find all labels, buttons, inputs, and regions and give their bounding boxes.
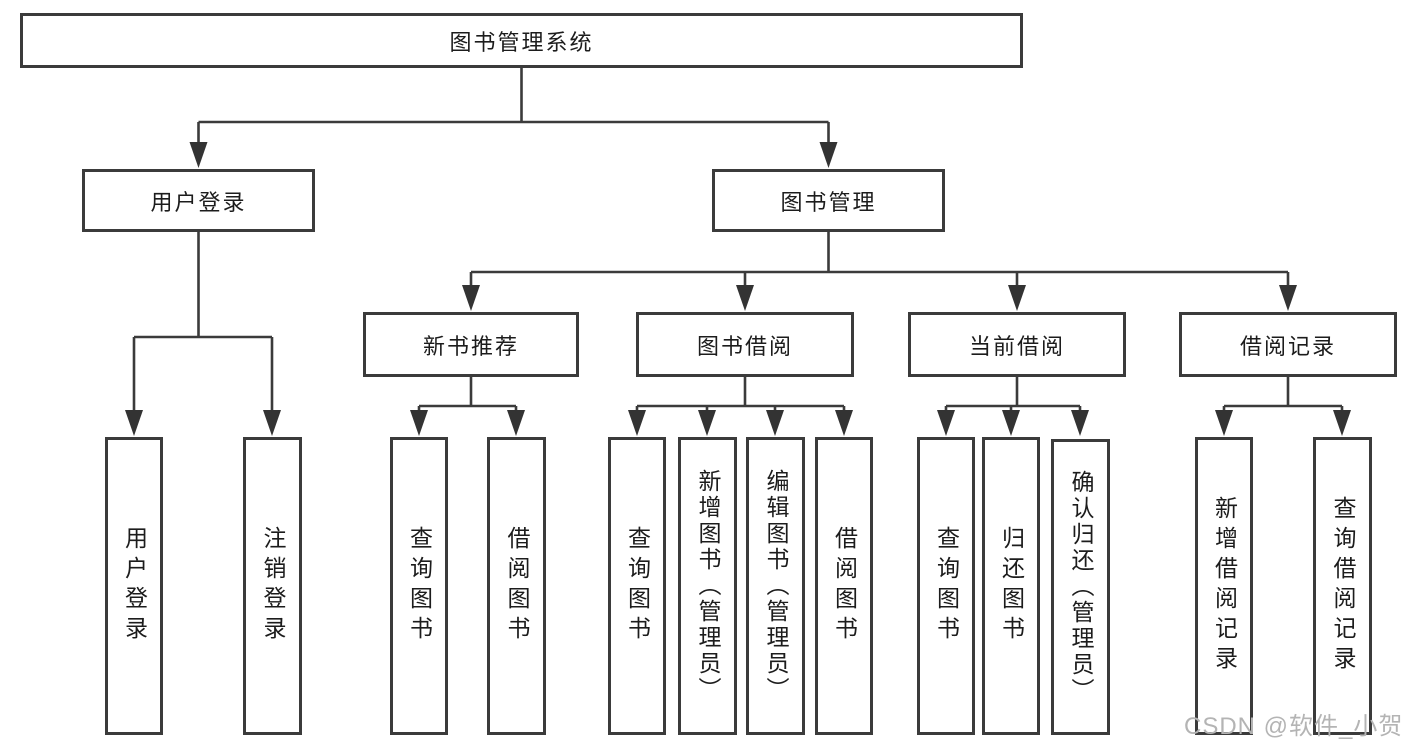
arrowhead — [1215, 410, 1233, 436]
arrowhead — [835, 410, 853, 436]
node-borrowing-records: 借阅记录 — [1179, 312, 1397, 377]
arrowhead — [766, 410, 784, 436]
arrowhead — [462, 285, 480, 311]
leaf-confirm-return-admin: 确认归还（管理员） — [1051, 439, 1110, 735]
arrowhead — [410, 410, 428, 436]
arrowhead — [1071, 410, 1089, 436]
arrowheads — [125, 142, 1351, 436]
arrowhead — [819, 142, 838, 168]
node-book-borrowing: 图书借阅 — [636, 312, 854, 377]
leaf-add-books-admin: 新增图书（管理员） — [678, 437, 737, 735]
arrowhead — [1333, 410, 1351, 436]
node-new-book-recommend: 新书推荐 — [363, 312, 579, 377]
leaf-borrow-books: 借阅图书 — [815, 437, 873, 735]
arrowhead — [263, 410, 281, 436]
leaf-query-books-borrowing: 查询图书 — [608, 437, 666, 735]
leaf-borrow-books-recommend: 借阅图书 — [487, 437, 546, 735]
node-current-borrowing: 当前借阅 — [908, 312, 1126, 377]
arrowhead — [628, 410, 646, 436]
arrowhead — [698, 410, 716, 436]
leaf-query-books-recommend: 查询图书 — [390, 437, 448, 735]
arrowhead — [1002, 410, 1020, 436]
arrowhead — [125, 410, 143, 436]
arrowhead — [1008, 285, 1026, 311]
node-user-login-module: 用户登录 — [82, 169, 315, 232]
csdn-watermark: CSDN @软件_小贺同学 — [1184, 713, 1405, 740]
node-root-system: 图书管理系统 — [20, 13, 1023, 68]
leaf-query-books-current: 查询图书 — [917, 437, 975, 735]
leaf-query-borrow-record: 查询借阅记录 — [1313, 437, 1372, 735]
leaf-edit-books-admin: 编辑图书（管理员） — [746, 437, 805, 735]
leaf-user-login: 用户登录 — [105, 437, 163, 735]
arrowhead — [1279, 285, 1297, 311]
leaf-add-borrow-record: 新增借阅记录 — [1195, 437, 1253, 735]
arrowhead — [937, 410, 955, 436]
leaf-return-books: 归还图书 — [982, 437, 1040, 735]
arrowhead — [507, 410, 525, 436]
arrowhead — [189, 142, 208, 168]
arrowhead — [736, 285, 754, 311]
leaf-logout: 注销登录 — [243, 437, 302, 735]
node-book-management-module: 图书管理 — [712, 169, 945, 232]
